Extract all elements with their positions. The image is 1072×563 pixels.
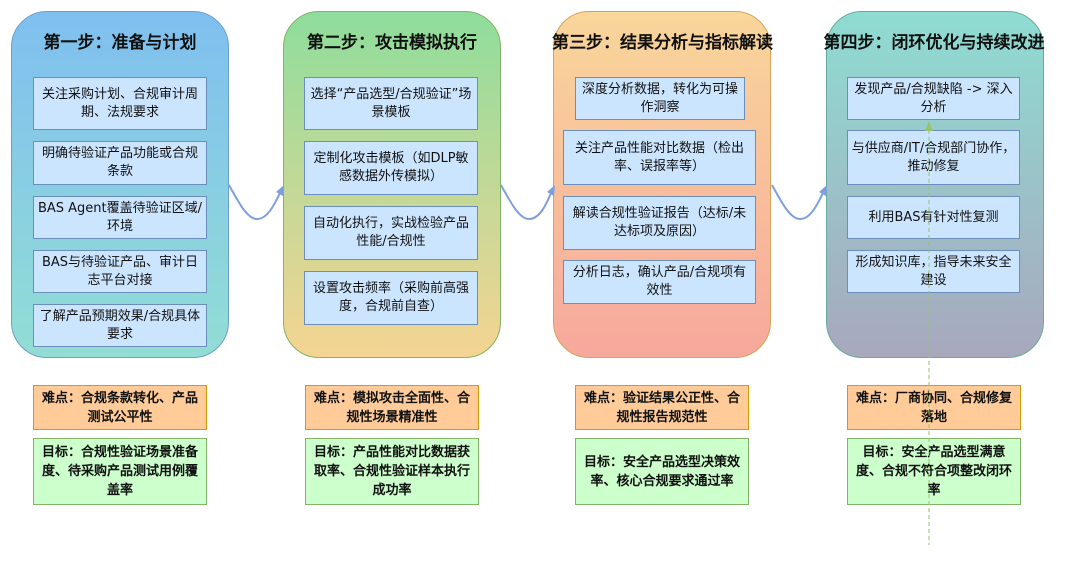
step4-title: 第四步：闭环优化与持续改进	[823, 33, 1045, 53]
step1-difficulty: 难点：合规条款转化、产品测试公平性	[33, 385, 207, 430]
step3-item: 解读合规性验证报告（达标/未达标项及原因）	[563, 196, 756, 250]
step2-item: 自动化执行，实战检验产品性能/合规性	[304, 206, 478, 260]
arrowhead-icon	[819, 185, 827, 196]
step1-item: BAS Agent覆盖待验证区域/环境	[33, 196, 207, 239]
step1-item: 明确待验证产品功能或合规条款	[33, 141, 207, 185]
step1-item: BAS与待验证产品、审计日志平台对接	[33, 250, 207, 293]
step3-item: 分析日志，确认产品/合规项有效性	[563, 260, 756, 304]
feedback-arrowhead-icon	[925, 121, 933, 131]
step1-title: 第一步：准备与计划	[43, 33, 197, 53]
step1-goal: 目标：合规性验证场景准备度、待采购产品测试用例覆盖率	[33, 438, 207, 505]
flow-arrow-3-4	[771, 184, 824, 220]
step4-goal: 目标：安全产品选型满意度、合规不符合项整改闭环率	[847, 438, 1021, 505]
arrowhead-icon	[547, 185, 555, 196]
step3-difficulty: 难点：验证结果公正性、合规性报告规范性	[575, 385, 749, 430]
step2-item: 选择“产品选型/合规验证”场景模板	[304, 77, 478, 130]
step2-title: 第二步：攻击模拟执行	[307, 33, 477, 53]
step2-item: 定制化攻击模板（如DLP敏感数据外传模拟）	[304, 141, 478, 195]
step4-item: 与供应商/IT/合规部门协作，推动修复	[847, 130, 1020, 185]
step2-item: 设置攻击频率（采购前高强度，合规前自查）	[304, 271, 478, 325]
step4-item: 形成知识库，指导未来安全建设	[847, 250, 1020, 293]
flow-arrow-2-3	[500, 184, 552, 220]
step3-item: 关注产品性能对比数据（检出率、误报率等）	[563, 130, 756, 185]
flow-arrow-1-2	[228, 184, 281, 220]
step3-title: 第三步：结果分析与指标解读	[552, 33, 773, 53]
step3-goal: 目标：安全产品选型决策效率、核心合规要求通过率	[575, 438, 749, 505]
step4-item: 发现产品/合规缺陷 -> 深入分析	[847, 77, 1020, 120]
step3-item: 深度分析数据，转化为可操作洞察	[575, 77, 745, 120]
arrowhead-icon	[276, 185, 284, 196]
step1-item: 了解产品预期效果/合规具体要求	[33, 304, 207, 347]
step4-item: 利用BAS有针对性复测	[847, 196, 1020, 239]
step2-difficulty: 难点：模拟攻击全面性、合规性场景精准性	[305, 385, 479, 430]
step2-goal: 目标：产品性能对比数据获取率、合规性验证样本执行成功率	[305, 438, 479, 505]
step4-difficulty: 难点：厂商协同、合规修复落地	[847, 385, 1021, 430]
step1-item: 关注采购计划、合规审计周期、法规要求	[33, 77, 207, 130]
